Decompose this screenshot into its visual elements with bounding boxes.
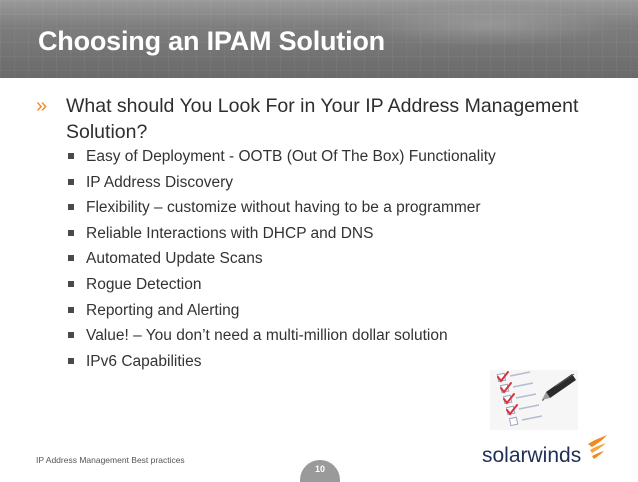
sub-bullet-text: Flexibility – customize without having t… — [86, 199, 481, 217]
main-bullet-text: What should You Look For in Your IP Addr… — [66, 95, 579, 143]
square-bullet-icon — [68, 204, 74, 211]
sub-bullet-text: IP Address Discovery — [86, 173, 234, 191]
header-highlight — [358, 6, 618, 46]
main-bullet-marker: » — [36, 95, 48, 117]
page-number: 10 — [300, 460, 340, 482]
sub-bullet-text: Easy of Deployment - OOTB (Out Of The Bo… — [86, 148, 496, 165]
square-bullet-icon — [68, 178, 74, 185]
logo-text: solarwinds — [482, 444, 582, 467]
square-bullet-icon — [68, 306, 74, 313]
sub-bullet-text: Reporting and Alerting — [86, 301, 240, 319]
sub-bullet-text: Reliable Interactions with DHCP and DNS — [86, 224, 374, 242]
square-bullet-icon — [68, 280, 74, 287]
square-bullet-icon — [68, 332, 74, 339]
sub-bullet-text: Value! – You don’t need a multi-million … — [86, 327, 448, 345]
sub-bullet-text: Automated Update Scans — [86, 250, 263, 268]
header-grid-pattern — [0, 0, 638, 78]
footer-text: IP Address Management Best practices — [36, 455, 185, 465]
square-bullet-icon — [68, 229, 74, 236]
slide-title: Choosing an IPAM Solution — [38, 26, 385, 56]
slide-header: Choosing an IPAM Solution — [0, 0, 638, 78]
checklist-with-pen-icon — [490, 370, 578, 430]
sub-bullet-text: IPv6 Capabilities — [86, 352, 202, 370]
sub-bullet-text: Rogue Detection — [86, 275, 202, 293]
square-bullet-icon — [68, 255, 74, 262]
solarwinds-flame-icon — [588, 435, 607, 459]
solarwinds-logo: solarwinds — [468, 434, 608, 470]
square-bullet-icon — [68, 357, 74, 364]
square-bullet-icon — [68, 153, 74, 159]
